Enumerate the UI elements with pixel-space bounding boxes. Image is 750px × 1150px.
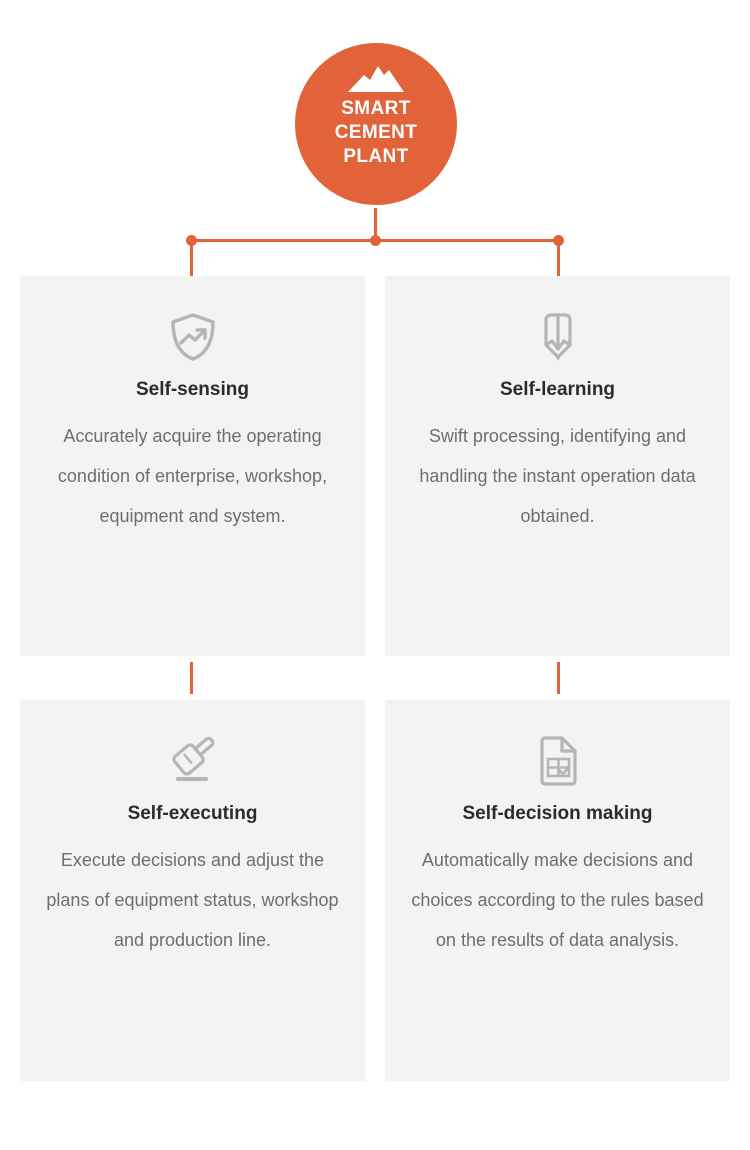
connector-drop-right [557, 243, 560, 276]
hub-title: SMART CEMENT PLANT [334, 98, 418, 167]
card-self-sensing[interactable]: Self-sensing Accurately acquire the oper… [20, 276, 365, 656]
card-title: Self-learning [499, 379, 616, 400]
card-body: Execute decisions and adjust the plans o… [46, 850, 339, 950]
card-title: Self-decision making [462, 803, 653, 824]
connector-dot-center [370, 235, 381, 246]
connector-mid-right [557, 662, 560, 694]
connector-mid-left [190, 662, 193, 694]
connector-drop-left [190, 243, 193, 276]
card-title: Self-executing [127, 803, 258, 824]
connector-hub-stem [374, 208, 377, 238]
connector-dot-left [186, 235, 197, 246]
pencil-icon [401, 300, 714, 374]
card-body: Automatically make decisions and choices… [411, 850, 704, 950]
card-self-executing[interactable]: Self-executing Execute decisions and adj… [20, 700, 365, 1081]
mountain-icon [348, 66, 404, 92]
connector-dot-right [553, 235, 564, 246]
shield-trend-icon [36, 300, 349, 374]
card-self-decision-making[interactable]: Self-decision making Automatically make … [385, 700, 730, 1081]
card-title: Self-sensing [136, 379, 249, 400]
document-table-check-icon [401, 724, 714, 798]
card-body: Accurately acquire the operating conditi… [57, 426, 328, 526]
hub-node: SMART CEMENT PLANT [295, 43, 457, 205]
card-body: Swift processing, identifying and handli… [419, 426, 696, 526]
gavel-icon [36, 724, 349, 798]
card-self-learning[interactable]: Self-learning Swift processing, identify… [385, 276, 730, 656]
